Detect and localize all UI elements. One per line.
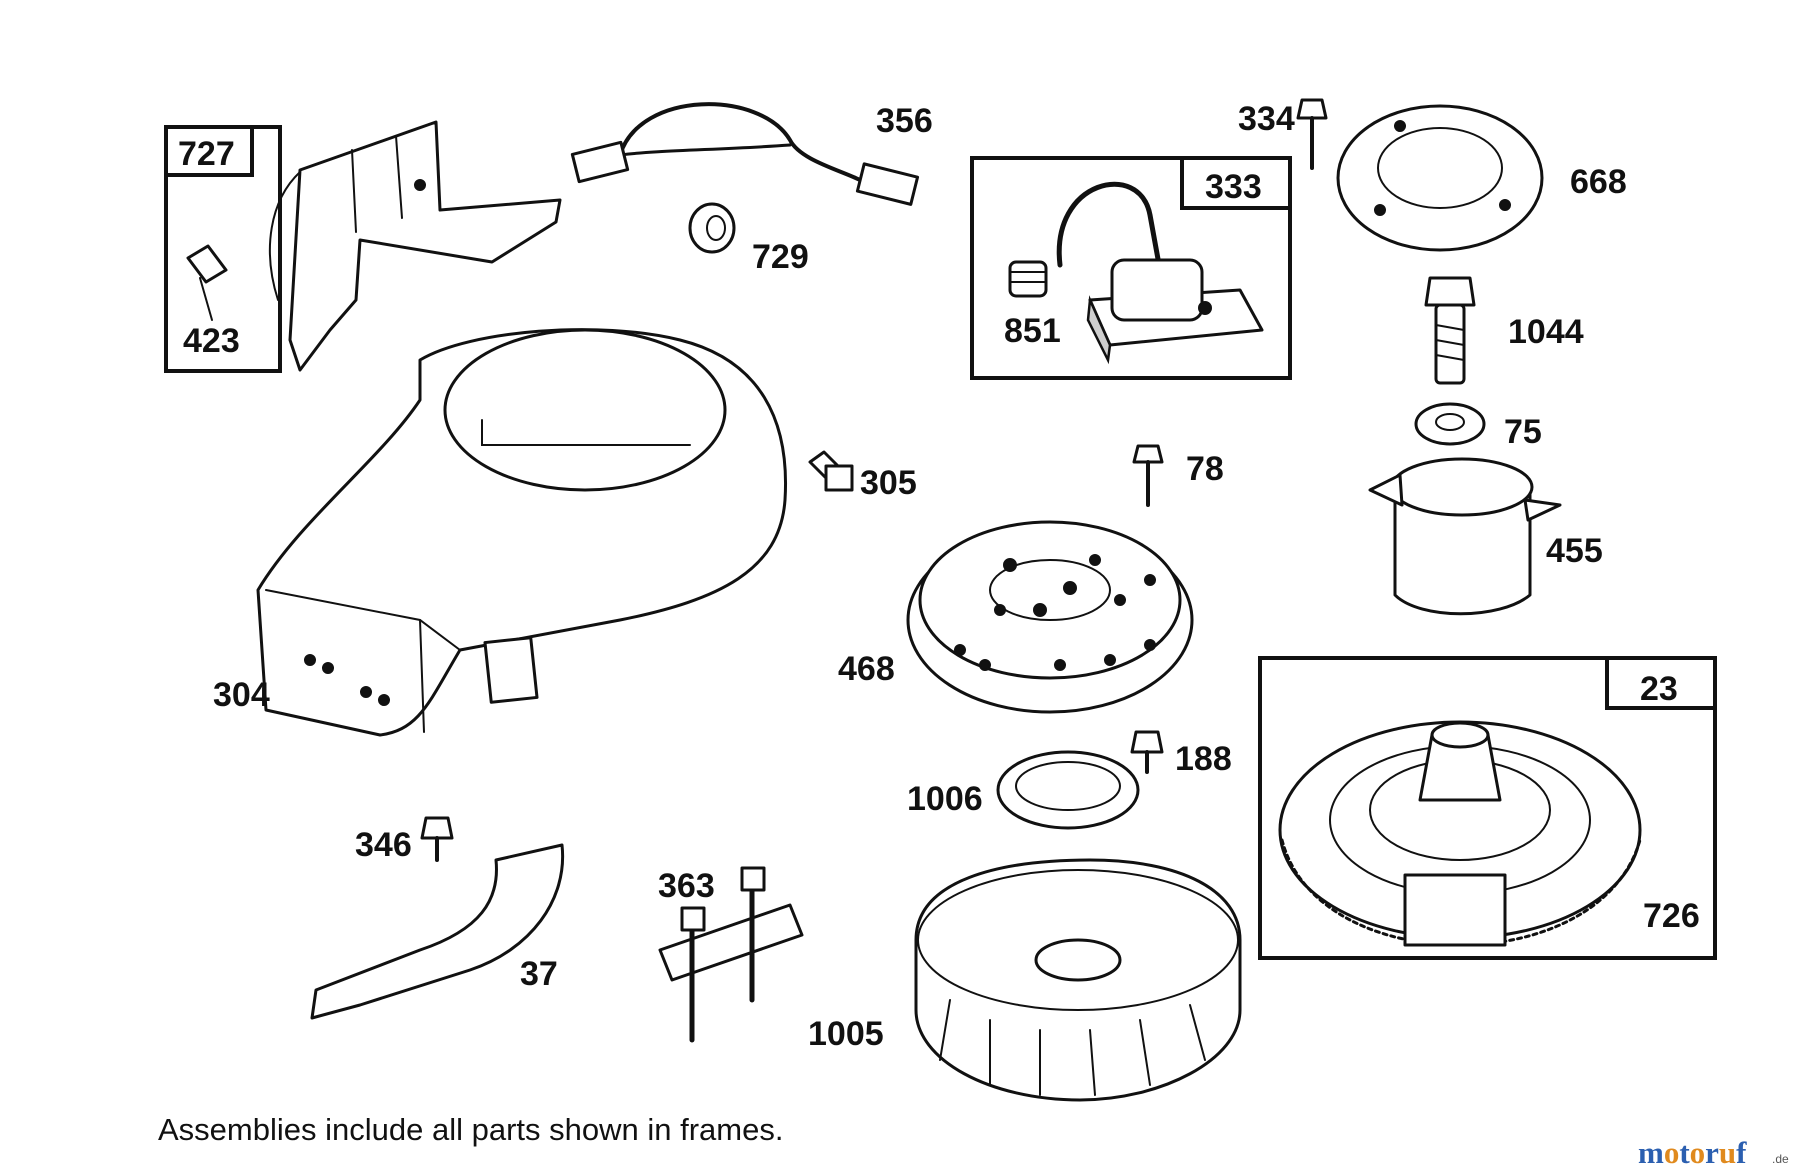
- fan-1005: [914, 858, 1242, 1102]
- label-668: 668: [1570, 163, 1627, 201]
- label-1006: 1006: [907, 780, 983, 818]
- flywheel-726: [1278, 720, 1642, 947]
- bracket-363: [658, 866, 804, 1043]
- label-455: 455: [1546, 532, 1603, 570]
- label-1005: 1005: [808, 1015, 884, 1053]
- label-333: 333: [1205, 168, 1262, 206]
- watermark-letter: o: [1690, 1135, 1706, 1170]
- label-729: 729: [752, 238, 809, 276]
- label-851: 851: [1004, 312, 1061, 350]
- shroud-727: [268, 120, 562, 372]
- spark-cap-851: [1008, 260, 1048, 298]
- frame-23: [1258, 656, 1717, 960]
- frame-727-tab: [164, 125, 254, 177]
- screw-334: [1296, 98, 1328, 170]
- label-346: 346: [355, 826, 412, 864]
- footnote: Assemblies include all parts shown in fr…: [158, 1112, 783, 1147]
- screw-78: [1132, 444, 1164, 507]
- washer-75: [1414, 402, 1486, 446]
- label-188: 188: [1175, 740, 1232, 778]
- blower-housing-304: [256, 328, 788, 737]
- screen-468: [906, 520, 1194, 714]
- frame-333: [970, 156, 1292, 380]
- label-305: 305: [860, 464, 917, 502]
- label-727: 727: [178, 135, 235, 173]
- label-37: 37: [520, 955, 558, 993]
- watermark-letter: u: [1719, 1135, 1736, 1170]
- label-363: 363: [658, 867, 715, 905]
- wire-lead-356: [570, 102, 920, 206]
- screw-346: [420, 816, 454, 862]
- screw-423: [186, 244, 228, 321]
- plate-668: [1336, 104, 1544, 252]
- watermark-letter: r: [1705, 1135, 1719, 1170]
- deflector-37: [310, 843, 565, 1020]
- label-423: 423: [183, 322, 240, 360]
- watermark-letter: o: [1664, 1135, 1680, 1170]
- label-468: 468: [838, 650, 895, 688]
- armature-333: [1056, 181, 1264, 365]
- watermark-letter: t: [1679, 1135, 1690, 1170]
- ring-1006: [996, 750, 1140, 830]
- label-356: 356: [876, 102, 933, 140]
- label-726: 726: [1643, 897, 1700, 935]
- screw-188: [1130, 730, 1164, 774]
- label-334: 334: [1238, 100, 1295, 138]
- label-78: 78: [1186, 450, 1224, 488]
- label-75: 75: [1504, 413, 1542, 451]
- watermark-motoruf: motoruf: [1638, 1135, 1747, 1170]
- label-304: 304: [213, 676, 270, 714]
- frame-23-tab: [1605, 656, 1717, 710]
- screw-305: [808, 450, 854, 492]
- bolt-1044: [1424, 276, 1476, 385]
- watermark-letter: f: [1736, 1135, 1747, 1170]
- watermark-suffix: .de: [1772, 1152, 1789, 1166]
- grommet-729: [688, 202, 736, 254]
- label-1044: 1044: [1508, 313, 1584, 351]
- label-23: 23: [1640, 670, 1678, 708]
- frame-333-tab: [1180, 156, 1292, 210]
- cup-455: [1368, 457, 1562, 616]
- watermark-letter: m: [1638, 1135, 1664, 1170]
